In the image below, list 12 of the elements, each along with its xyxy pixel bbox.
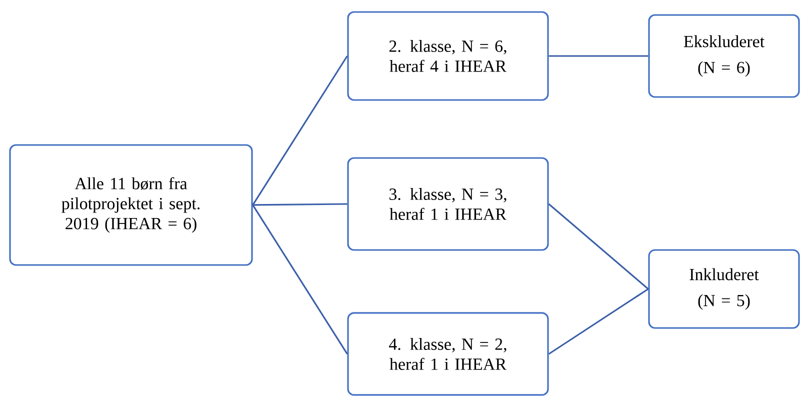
connector-line [548,288,649,355]
process-box: Ekskluderet (N = 6) [648,14,800,98]
connector-line [252,203,348,206]
process-box: 2. klasse, N = 6, heraf 4 i IHEAR [347,11,549,101]
connector-line [548,55,648,57]
connector-line [548,203,649,290]
connector-line [252,204,348,354]
connector-line [252,56,348,206]
process-box: Inkluderet (N = 5) [648,249,800,329]
process-box: Alle 11 børn fra pilotprojektet i sept. 2019 (IHEAR = 6) [9,144,253,266]
process-box: 4. klasse, N = 2, heraf 1 i IHEAR [347,312,549,396]
process-box: 3. klasse, N = 3, heraf 1 i IHEAR [347,157,549,251]
